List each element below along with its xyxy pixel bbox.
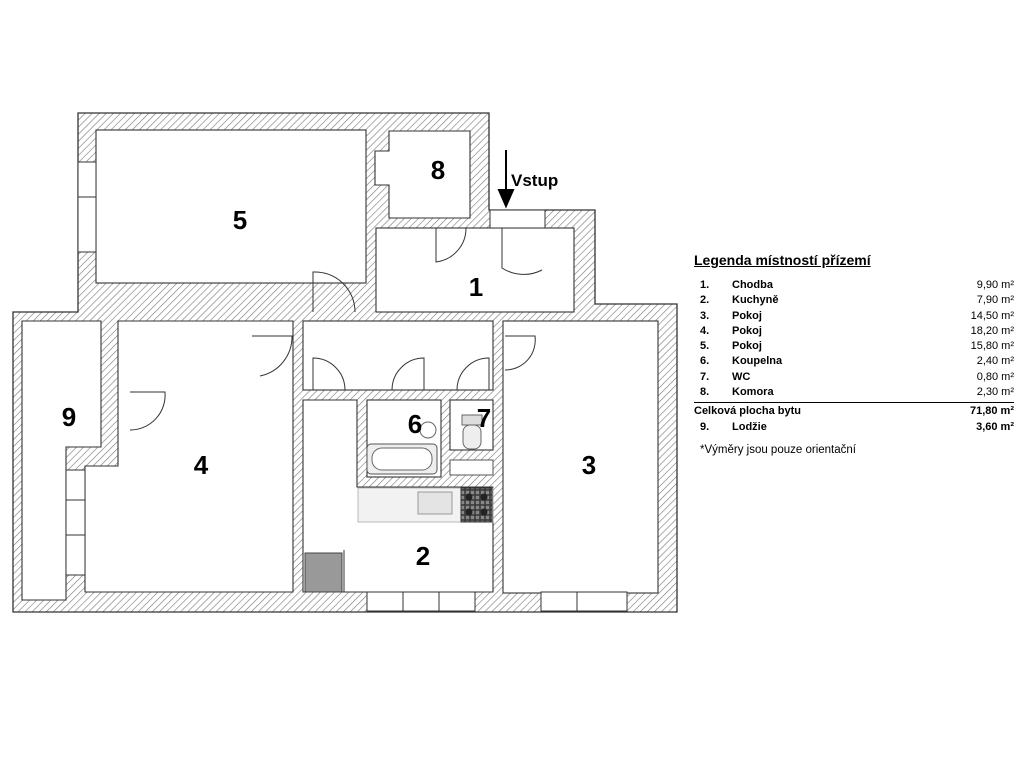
room-labels: 5 8 1 9 4 6 7 3 2 bbox=[62, 155, 596, 571]
entry-arrow-icon bbox=[497, 150, 515, 209]
room-label-5: 5 bbox=[233, 205, 247, 235]
wc-shelf bbox=[449, 459, 494, 476]
stove-icon bbox=[460, 487, 493, 523]
entry-label: Vstup bbox=[511, 171, 558, 190]
room-label-1: 1 bbox=[469, 272, 483, 302]
room-9-lodzie bbox=[21, 320, 102, 601]
room-3-pokoj bbox=[502, 320, 659, 594]
room-label-6: 6 bbox=[408, 409, 422, 439]
fixtures bbox=[304, 414, 494, 593]
room-label-4: 4 bbox=[194, 450, 209, 480]
room-label-9: 9 bbox=[62, 402, 76, 432]
fridge-icon bbox=[304, 552, 343, 593]
legend-title: Legenda místností přízemí bbox=[694, 252, 871, 268]
sink-icon bbox=[419, 421, 437, 439]
room-interiors bbox=[21, 129, 659, 601]
room-5-pokoj bbox=[95, 129, 367, 284]
kitchen-sink-icon bbox=[417, 491, 453, 515]
room-label-3: 3 bbox=[582, 450, 596, 480]
doors bbox=[129, 227, 543, 592]
room-8-komora bbox=[374, 130, 471, 219]
room-4-pokoj bbox=[84, 320, 294, 593]
wall-gaps bbox=[65, 161, 628, 612]
room-label-2: 2 bbox=[416, 541, 430, 571]
room-label-7: 7 bbox=[477, 403, 491, 433]
legend-note: *Výměry jsou pouze orientační bbox=[700, 443, 856, 456]
room-label-8: 8 bbox=[431, 155, 445, 185]
corridor-middle bbox=[302, 320, 494, 391]
